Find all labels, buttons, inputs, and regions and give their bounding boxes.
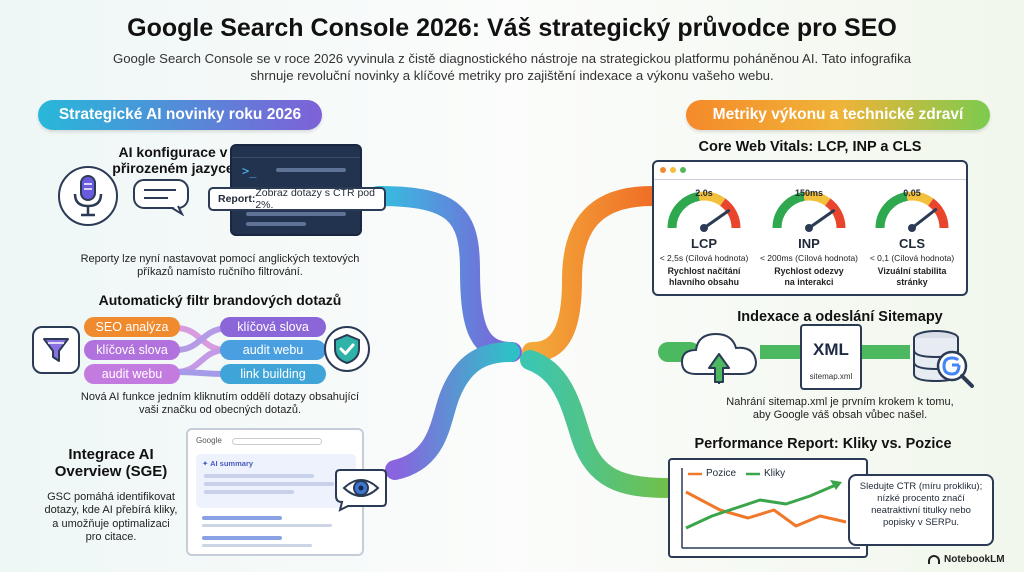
sge-desc-line1: GSC pomáhá identifikovat <box>47 491 175 503</box>
performance-chart-panel: Pozice Kliky <box>668 458 868 558</box>
chip-site-audit-right: audit webu <box>220 340 326 360</box>
ai-config-desc-line1: Reporty lze nyní nastavovat pomocí angli… <box>80 253 360 265</box>
google-serp-window: Google ✦ AI summary <box>186 428 364 556</box>
ctr-note: Sledujte CTR (míru prokliku); nízké proc… <box>848 474 994 546</box>
sitemap-filename: sitemap.xml <box>809 372 853 381</box>
ctr-note-line2: nízké procento značí <box>877 493 965 504</box>
clicks-line <box>685 482 839 530</box>
metric-name: INP <box>798 236 820 251</box>
ctr-note-line3: neatraktivní titulky nebo <box>871 505 971 516</box>
filter-funnel-icon <box>32 326 80 374</box>
cloud-upload-icon <box>678 326 760 386</box>
google-database-icon <box>908 328 978 390</box>
metric-target: < 200ms (Cílová hodnota) <box>759 253 859 263</box>
xml-label: XML <box>813 340 849 359</box>
shield-check-icon <box>324 326 370 372</box>
sge-desc-line2: dotazy, kde AI přebírá kliky, <box>44 504 178 517</box>
ctr-note-line1: Sledujte CTR (míru prokliku); <box>859 481 983 492</box>
gauge-needle <box>807 209 836 230</box>
gauge-dial <box>875 191 949 232</box>
sge-title-line1: Integrace AI <box>68 446 154 463</box>
page-title: Google Search Console 2026: Váš strategi… <box>127 14 897 42</box>
section-pill-metrics: Metriky výkonu a technické zdraví <box>686 100 990 130</box>
brand-filter-title: Automatický filtr brandových dotazů <box>98 292 342 308</box>
performance-chart <box>681 468 860 549</box>
filter-flow-lines <box>176 325 226 377</box>
sge-desc-line3: a umožňuje optimalizaci <box>52 517 170 530</box>
metric-desc-line2: stránky <box>896 277 928 287</box>
legend-clicks-label: Kliky <box>764 468 786 479</box>
ai-config-title-line1: AI konfigurace v <box>118 144 228 160</box>
prompt-icon: >_ <box>242 164 257 178</box>
gauge-needle <box>910 208 938 230</box>
brand-label: NotebookLM <box>944 554 1005 565</box>
metric-desc-line1: Rychlost načítání <box>667 266 741 276</box>
report-label: Report: <box>218 193 256 205</box>
gauge-needle <box>702 209 731 230</box>
chip-seo-analysis: SEO analýza <box>84 317 180 337</box>
chip-site-audit-left: audit webu <box>84 364 180 384</box>
metric-name: CLS <box>899 236 925 251</box>
section-pill-ai-news: Strategické AI novinky roku 2026 <box>38 100 322 130</box>
brand-filter-desc-line1: Nová AI funkce jedním kliknutím oddělí d… <box>80 391 360 403</box>
sge-title: Integrace AI Overview (SGE) <box>46 446 176 480</box>
metric-target: < 0,1 (Cílová hodnota) <box>869 253 955 263</box>
microphone-icon <box>58 166 118 226</box>
sitemap-title: Indexace a odeslání Sitemapy <box>737 309 943 325</box>
ai-config-title-line2: přirozeném jazyce <box>112 160 234 176</box>
metric-desc-line2: hlavního obsahu <box>669 277 739 287</box>
sitemap-description: Nahrání sitemap.xml je prvním krokem k t… <box>680 396 1000 423</box>
notebooklm-logo-icon <box>928 555 940 564</box>
cwv-title: Core Web Vitals: LCP, INP a CLS <box>698 139 922 155</box>
ai-summary-label: AI summary <box>210 459 254 468</box>
chip-keywords-right: klíčová slova <box>220 317 326 337</box>
metric-desc-line1: Rychlost odezvy <box>774 266 844 276</box>
cwv-panel-titlebar <box>654 162 966 180</box>
sitemap-desc-line2: aby Google váš obsah vůbec našel. <box>752 409 928 422</box>
chip-keywords-left: klíčová slova <box>84 340 180 360</box>
report-query-text: Zobraz dotazy s CTR pod 2%. <box>255 187 375 211</box>
ai-summary-panel: ✦ AI summary <box>196 454 356 508</box>
gauge-value: 0.05 <box>903 188 921 198</box>
metric-desc-line1: Vizuální stabilita <box>877 266 947 276</box>
metric-name: LCP <box>691 236 717 251</box>
performance-title: Performance Report: Kliky vs. Pozice <box>694 436 952 452</box>
gauge-dial <box>772 191 846 232</box>
sitemap-file-icon: XML sitemap.xml <box>800 324 862 390</box>
ai-config-desc-line2: příkazů namísto ručního filtrování. <box>137 266 303 279</box>
eye-icon <box>334 466 388 512</box>
gauge-dial <box>667 191 741 232</box>
legend-position-label: Pozice <box>706 468 737 479</box>
metric-desc-line2: na interakci <box>784 277 834 287</box>
ctr-note-line4: popisky v SERPu. <box>882 517 960 528</box>
gauge-value: 2.0s <box>695 188 713 198</box>
sge-description: GSC pomáhá identifikovat dotazy, kde AI … <box>36 491 186 545</box>
ribbon-right-top <box>522 186 662 362</box>
sge-title-line2: Overview (SGE) <box>54 463 168 480</box>
chat-bubble-icon <box>132 178 192 217</box>
chip-link-building: link building <box>220 364 326 384</box>
google-label: Google <box>196 436 222 445</box>
ribbon-left-bottom <box>385 342 520 480</box>
position-line <box>685 490 847 528</box>
sitemap-desc-line1: Nahrání sitemap.xml je prvním krokem k t… <box>726 396 954 408</box>
ai-config-description: Reporty lze nyní nastavovat pomocí angli… <box>60 253 380 280</box>
brand-filter-description: Nová AI funkce jedním kliknutím oddělí d… <box>40 391 400 418</box>
notebooklm-brand: NotebookLM <box>928 554 1005 565</box>
ribbon-left-top <box>368 186 522 362</box>
gauge-value: 150ms <box>794 188 824 198</box>
ai-config-title: AI konfigurace v přirozeném jazyce <box>108 144 238 176</box>
brand-filter-desc-line2: vaši značku od obecných dotazů. <box>138 404 302 417</box>
page-subtitle: Google Search Console se v roce 2026 vyv… <box>112 51 912 83</box>
report-query-bubble: Report: Zobraz dotazy s CTR pod 2%. <box>208 187 386 211</box>
metric-target: < 2,5s (Cílová hodnota) <box>659 253 749 263</box>
sge-desc-line4: pro citace. <box>85 531 137 544</box>
ribbon-right-bottom <box>520 350 678 498</box>
